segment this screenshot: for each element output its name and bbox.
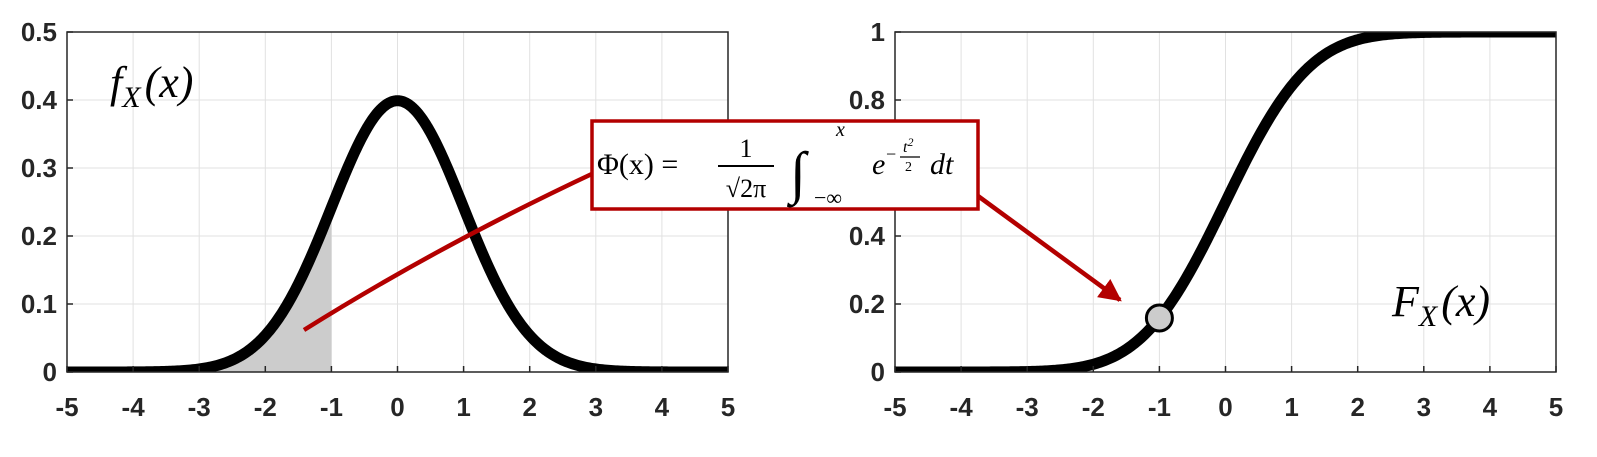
cdf-y-tick-label: 0.8 — [849, 85, 885, 115]
cdf-x-tick-label: -2 — [1082, 392, 1105, 422]
cdf-x-tick-label: -4 — [950, 392, 974, 422]
pdf-x-ticks: -5 -4 -3 -2 -1 0 1 2 3 4 5 — [55, 366, 735, 422]
cdf-x-tick-label: -1 — [1148, 392, 1171, 422]
cdf-x-tick-label: 3 — [1417, 392, 1431, 422]
formula-integral-sign: ∫ — [786, 140, 809, 208]
pdf-x-tick-label: -5 — [55, 392, 78, 422]
cdf-x-tick-label: 2 — [1350, 392, 1364, 422]
arrow-from-shaded-area — [302, 169, 597, 332]
formula-lhs: Φ(x) = — [597, 148, 678, 181]
formula-exp-sign: − — [886, 144, 896, 164]
formula-box — [590, 119, 980, 211]
formula-annotation: Φ(x) = 1 √2π ∫ x −∞ e − t2 2 dt — [590, 119, 980, 211]
pdf-x-tick-label: -1 — [320, 392, 343, 422]
cdf-y-tick-label: 0 — [871, 357, 885, 387]
formula-denominator: √2π — [726, 174, 766, 203]
pdf-x-tick-label: -3 — [188, 392, 211, 422]
cdf-x-tick-label: 0 — [1218, 392, 1232, 422]
formula-exp-numerator: t2 — [903, 135, 913, 156]
formula-lower-limit: −∞ — [814, 185, 842, 210]
cdf-x-tick-label: 1 — [1284, 392, 1298, 422]
pdf-y-tick-label: 0.1 — [21, 289, 57, 319]
pdf-x-tick-label: 2 — [522, 392, 536, 422]
cdf-marker-point — [1144, 303, 1174, 333]
pdf-y-tick-label: 0.3 — [21, 153, 57, 183]
formula-differential: dt — [930, 148, 954, 181]
formula-numerator: 1 — [740, 134, 753, 163]
pdf-y-tick-label: 0 — [43, 357, 57, 387]
pdf-x-tick-label: 3 — [589, 392, 603, 422]
formula-upper-limit: x — [835, 119, 845, 141]
pdf-x-tick-label: -2 — [254, 392, 277, 422]
pdf-shaded-area — [67, 207, 332, 372]
cdf-x-tick-label: -5 — [883, 392, 906, 422]
pdf-x-tick-label: 4 — [655, 392, 670, 422]
pdf-y-tick-label: 0.4 — [21, 85, 58, 115]
formula-exp-denominator: 2 — [905, 160, 912, 175]
cdf-x-tick-label: 4 — [1483, 392, 1498, 422]
pdf-plot: -5 -4 -3 -2 -1 0 1 2 3 4 5 0 0.1 0.2 0.3 0.4 0.5 fX(x) — [21, 17, 735, 422]
pdf-y-ticks: 0 0.1 0.2 0.3 0.4 0.5 — [21, 17, 73, 387]
cdf-y-tick-label: 0.4 — [849, 221, 886, 251]
cdf-x-tick-label: 5 — [1549, 392, 1563, 422]
pdf-x-tick-label: 0 — [390, 392, 404, 422]
pdf-x-tick-label: 1 — [456, 392, 470, 422]
pdf-y-tick-label: 0.2 — [21, 221, 57, 251]
pdf-y-tick-label: 0.5 — [21, 17, 57, 47]
cdf-curve-label: FX(x) — [1391, 277, 1490, 333]
pdf-x-tick-label: 5 — [721, 392, 735, 422]
cdf-x-tick-label: -3 — [1016, 392, 1039, 422]
pdf-x-tick-label: -4 — [122, 392, 146, 422]
arrow-to-marker — [976, 194, 1122, 302]
annotation-arrows — [302, 169, 1122, 332]
pdf-curve-label: fX(x) — [110, 58, 193, 114]
formula-base: e — [872, 148, 885, 181]
cdf-y-tick-label: 1 — [871, 17, 885, 47]
cdf-y-tick-label: 0.2 — [849, 289, 885, 319]
pdf-curve — [67, 95, 728, 372]
cdf-x-ticks: -5 -4 -3 -2 -1 0 1 2 3 4 5 — [883, 366, 1563, 422]
